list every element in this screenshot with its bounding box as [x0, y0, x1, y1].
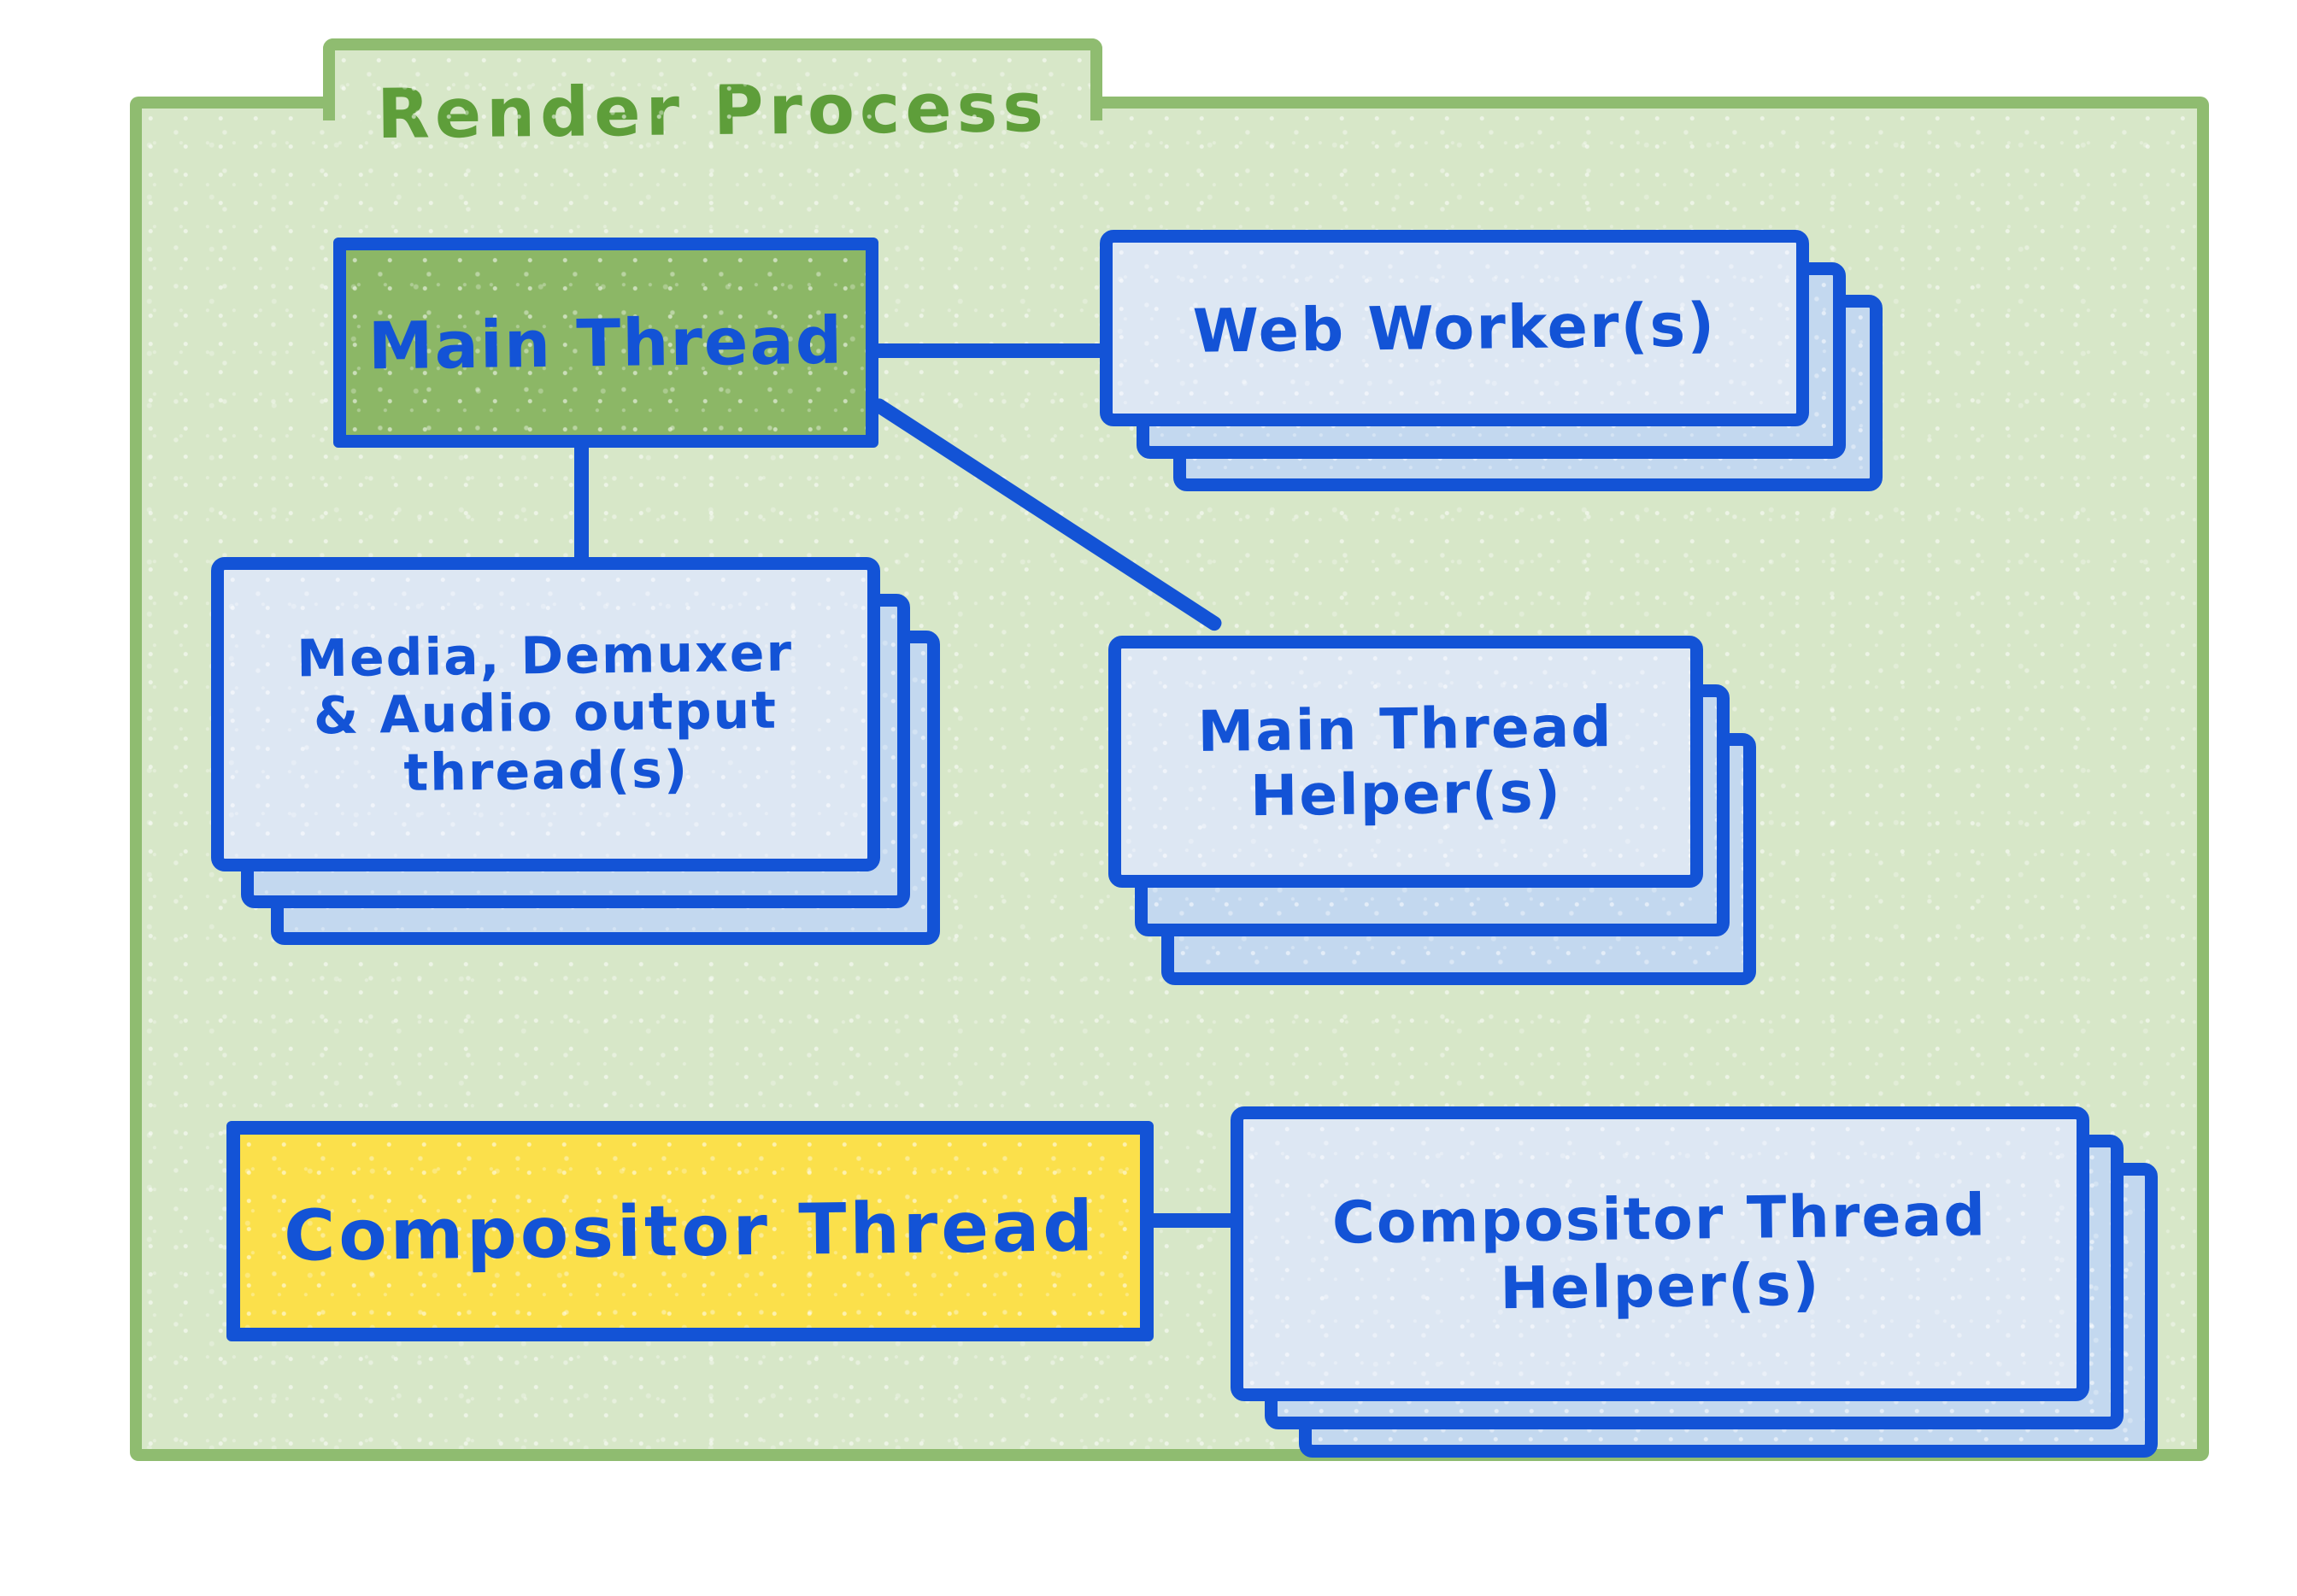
compositor-thread-label-text: Compositor Thread: [283, 1185, 1097, 1277]
compositor-thread-helpers-label-line-2: Helper(s): [1499, 1251, 1822, 1323]
web-workers-card-front: Web Worker(s): [1100, 230, 1809, 426]
render-process-title: Render Process: [376, 67, 1049, 155]
main-thread-node: Main Thread: [333, 238, 878, 448]
media-threads-label-line-3: thread(s): [403, 739, 690, 803]
main-thread-label: Main Thread: [345, 247, 867, 437]
web-workers-label: Web Worker(s): [1112, 238, 1797, 418]
main-thread-helpers-label-line-1: Main Thread: [1197, 693, 1613, 765]
render-process-tab: Render Process: [323, 38, 1102, 154]
edge-main-thread-to-web-workers: [867, 343, 1108, 358]
main-thread-label-text: Main Thread: [367, 302, 844, 384]
compositor-thread-label: Compositor Thread: [239, 1130, 1142, 1334]
main-thread-helpers-card-front: Main Thread Helper(s): [1108, 636, 1703, 888]
edge-compositor-thread-to-helpers: [1139, 1213, 1237, 1228]
main-thread-helpers-label: Main Thread Helper(s): [1119, 645, 1691, 878]
edge-main-thread-to-media-threads: [574, 437, 589, 566]
compositor-thread-helpers-label-line-1: Compositor Thread: [1331, 1182, 1988, 1258]
compositor-thread-helpers-card-front: Compositor Thread Helper(s): [1231, 1106, 2089, 1401]
main-thread-helpers-label-line-2: Helper(s): [1249, 759, 1563, 829]
media-threads-label: Media, Demuxer & Audio output thread(s): [222, 566, 869, 862]
compositor-thread-helpers-label: Compositor Thread Helper(s): [1242, 1114, 2078, 1394]
media-threads-label-line-2: & Audio output: [313, 681, 778, 747]
media-threads-label-line-1: Media, Demuxer: [296, 623, 794, 689]
compositor-thread-node: Compositor Thread: [226, 1121, 1154, 1341]
media-threads-card-front: Media, Demuxer & Audio output thread(s): [211, 557, 880, 871]
web-workers-label-text: Web Worker(s): [1192, 290, 1717, 367]
